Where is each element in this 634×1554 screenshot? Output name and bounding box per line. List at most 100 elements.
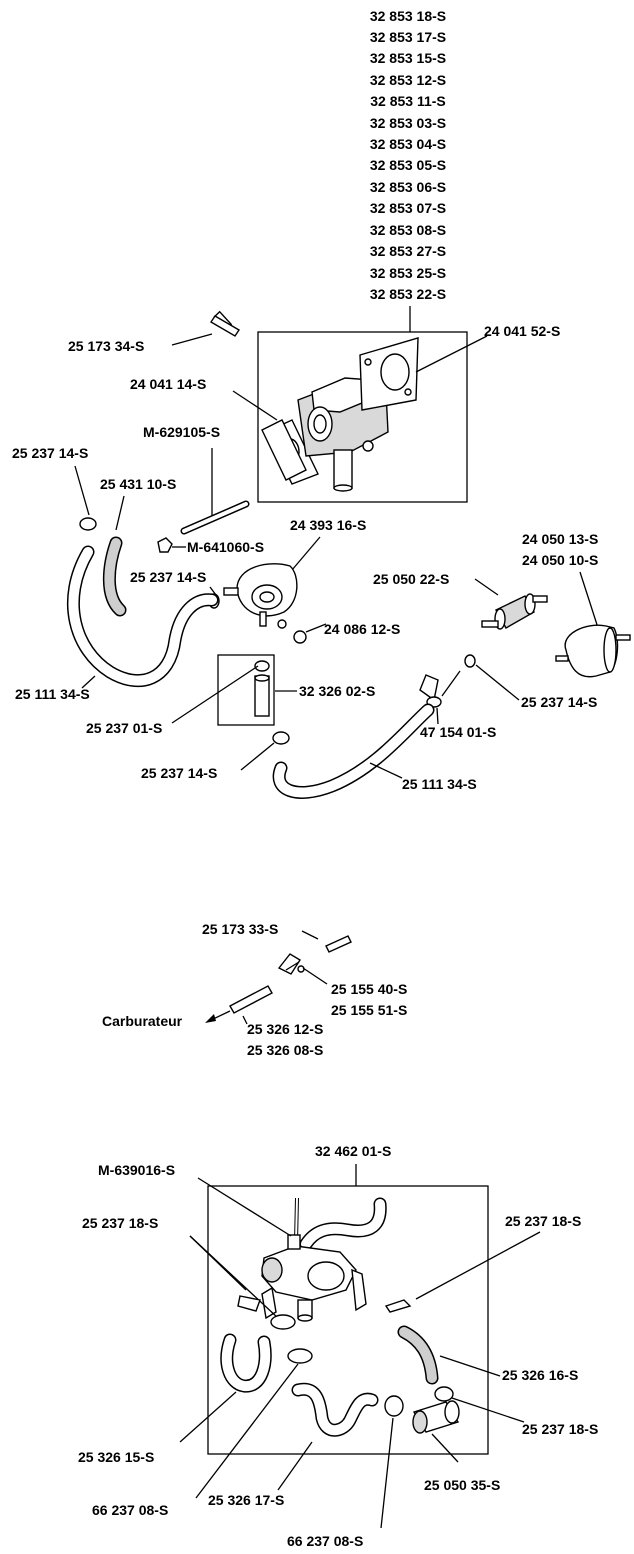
carburetor-kit-box bbox=[257, 331, 468, 503]
leader-clamp-right bbox=[475, 664, 520, 701]
label-pin-top: 25 173 34-S bbox=[68, 338, 144, 354]
kit-number-3: 32 853 15-S bbox=[370, 50, 446, 66]
leader-clip bbox=[302, 967, 328, 985]
inline-filter-box bbox=[217, 654, 275, 726]
kit-number-1: 32 853 18-S bbox=[370, 8, 446, 24]
label-clamp-filter: 25 237 01-S bbox=[86, 720, 162, 736]
leader-clamp-left bbox=[74, 465, 90, 516]
label-hose-ribbed: 25 431 10-S bbox=[100, 476, 176, 492]
screw-part bbox=[293, 630, 307, 644]
ribbed-hose-part bbox=[102, 536, 127, 617]
hose-left-part bbox=[66, 545, 219, 687]
label-bracket: 47 154 01-S bbox=[420, 724, 496, 740]
kit-number-7: 32 853 04-S bbox=[370, 136, 446, 152]
leader-filter-top bbox=[579, 571, 601, 635]
leader-hose-l bbox=[179, 1391, 237, 1443]
stud-part bbox=[180, 500, 250, 535]
leader-hose-m bbox=[277, 1441, 313, 1491]
label-clamp-left: 25 237 14-S bbox=[12, 445, 88, 461]
leader-clamp-tr bbox=[415, 1231, 541, 1300]
leader-bracket bbox=[436, 707, 439, 725]
label-stud: M-629105-S bbox=[143, 424, 220, 440]
leader-hose-ribbed bbox=[115, 495, 125, 531]
label-clamp-pump: 25 237 14-S bbox=[130, 569, 206, 585]
clamp-bm-part bbox=[384, 1395, 404, 1417]
hose-l-part bbox=[220, 1333, 272, 1393]
label-fuel-pump: 24 393 16-S bbox=[290, 517, 366, 533]
kit-number-9: 32 853 06-S bbox=[370, 179, 446, 195]
leader-clamp-tl-b bbox=[189, 1235, 279, 1319]
kit-number-10: 32 853 07-S bbox=[370, 200, 446, 216]
leader-clamp-bm bbox=[380, 1417, 394, 1529]
tube-part bbox=[229, 985, 273, 1014]
label-clamp-bl: 66 237 08-S bbox=[92, 1502, 168, 1518]
label-carburateur: Carburateur bbox=[102, 1013, 183, 1029]
kit-number-5: 32 853 11-S bbox=[370, 93, 446, 109]
filter-3-part bbox=[412, 1400, 460, 1434]
hose-r-part bbox=[397, 1325, 439, 1385]
hose-bottom-part bbox=[272, 703, 435, 799]
clamp-bl-part bbox=[287, 1348, 313, 1364]
label-tube-2: 25 326 08-S bbox=[247, 1042, 323, 1058]
kit-number-14: 32 853 22-S bbox=[370, 286, 446, 302]
clamp-right-part bbox=[464, 654, 476, 668]
label-tube-1: 25 326 12-S bbox=[247, 1021, 323, 1037]
label-filter-top-1: 24 050 13-S bbox=[522, 531, 598, 547]
leader-hose-left bbox=[81, 675, 96, 689]
label-clamp-tl: 25 237 18-S bbox=[82, 1215, 158, 1231]
leader-gasket-left bbox=[232, 390, 278, 421]
clamp-left-part bbox=[79, 517, 97, 531]
hose-m-part bbox=[291, 1382, 379, 1437]
kit-number-13: 32 853 25-S bbox=[370, 265, 446, 281]
label-clip-2: 25 155 51-S bbox=[331, 1002, 407, 1018]
label-hose-m: 25 326 17-S bbox=[208, 1492, 284, 1508]
label-clamp-right: 25 237 14-S bbox=[521, 694, 597, 710]
clamp-tr-part bbox=[384, 1299, 412, 1313]
kit-number-11: 32 853 08-S bbox=[370, 222, 446, 238]
leader-filter-small bbox=[474, 578, 499, 596]
kit-number-8: 32 853 05-S bbox=[370, 157, 446, 173]
clamp-tl-part bbox=[237, 1295, 261, 1312]
leader-pin-2 bbox=[301, 930, 319, 940]
fuel-valve-part bbox=[261, 1197, 387, 1322]
label-kit: 32 462 01-S bbox=[315, 1143, 391, 1159]
label-hose-left: 25 111 34-S bbox=[15, 686, 90, 702]
leader-filter-3 bbox=[431, 1433, 459, 1463]
label-gasket-left: 24 041 14-S bbox=[130, 376, 206, 392]
label-inline-filter: 32 326 02-S bbox=[299, 683, 375, 699]
label-filter-3: 25 050 35-S bbox=[424, 1477, 500, 1493]
label-valve-screw: M-639016-S bbox=[98, 1162, 175, 1178]
label-clamp-bottom: 25 237 14-S bbox=[141, 765, 217, 781]
valve-kit-box bbox=[207, 1185, 489, 1455]
bracket-part bbox=[419, 674, 442, 708]
label-clip-1: 25 155 40-S bbox=[331, 981, 407, 997]
leader-gasket-right bbox=[415, 335, 488, 373]
label-nut: M-641060-S bbox=[187, 539, 264, 555]
label-pin-2: 25 173 33-S bbox=[202, 921, 278, 937]
leader-tube bbox=[242, 1015, 248, 1025]
leader-valve-screw bbox=[197, 1177, 292, 1237]
label-clamp-bm: 66 237 08-S bbox=[287, 1533, 363, 1549]
nut-part bbox=[157, 537, 173, 553]
leader-clamp-r bbox=[451, 1397, 525, 1423]
label-screw: 24 086 12-S bbox=[324, 621, 400, 637]
leader-fuel-pump bbox=[291, 536, 321, 571]
clamp-r-part bbox=[434, 1386, 454, 1402]
pin-2-part bbox=[325, 935, 352, 953]
leader-pin bbox=[171, 333, 213, 346]
kit-number-4: 32 853 12-S bbox=[370, 72, 446, 88]
label-filter-small: 25 050 22-S bbox=[373, 571, 449, 587]
arrow-carburateur-head bbox=[205, 1014, 216, 1023]
label-hose-bottom: 25 111 34-S bbox=[402, 776, 477, 792]
fuel-pump-part bbox=[223, 563, 298, 629]
label-filter-top-2: 24 050 10-S bbox=[522, 552, 598, 568]
leader-hose-r bbox=[439, 1355, 501, 1377]
kit-number-6: 32 853 03-S bbox=[370, 115, 446, 131]
clamp-bottom-part bbox=[272, 731, 290, 745]
label-clamp-tr: 25 237 18-S bbox=[505, 1213, 581, 1229]
bracket-link bbox=[441, 670, 461, 697]
label-hose-r: 25 326 16-S bbox=[502, 1367, 578, 1383]
leader-clamp-bottom bbox=[240, 742, 275, 771]
leader-screw bbox=[305, 623, 327, 633]
